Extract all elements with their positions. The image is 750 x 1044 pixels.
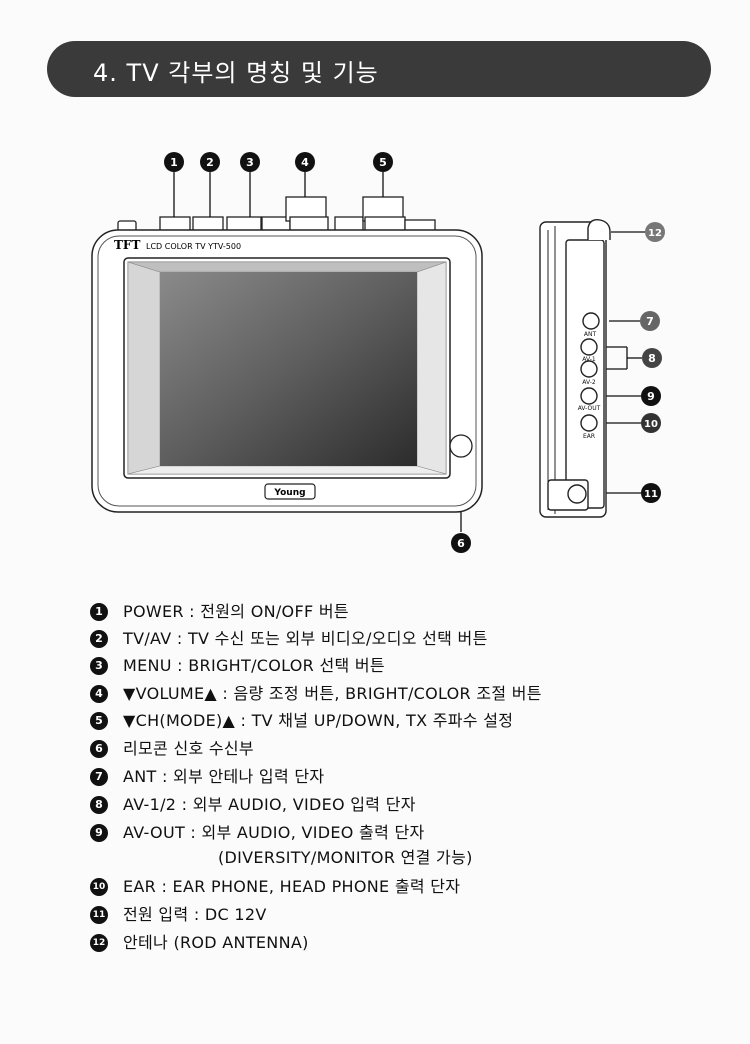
- legend-text: 안테나 (ROD ANTENNA): [123, 933, 309, 952]
- legend-text: 전원 입력 : DC 12V: [123, 905, 267, 924]
- legend-number: 6: [90, 740, 108, 758]
- legend-number: 2: [90, 630, 108, 648]
- svg-text:6: 6: [457, 537, 465, 550]
- tv-diagram: TFT LCD COLOR TV YTV-500 Young ANT AV-1 …: [91, 152, 665, 553]
- callout-12: 12: [645, 222, 665, 242]
- legend-text: AV-OUT : 외부 AUDIO, VIDEO 출력 단자: [123, 823, 425, 842]
- legend-text: MENU : BRIGHT/COLOR 선택 버튼: [123, 656, 385, 675]
- callout-10: 10: [641, 413, 661, 433]
- legend-text: EAR : EAR PHONE, HEAD PHONE 출력 단자: [123, 877, 461, 896]
- tv-front: TFT LCD COLOR TV YTV-500 Young: [91, 229, 483, 513]
- legend-number: 12: [90, 934, 108, 952]
- legend-text: ▼VOLUME▲ : 음량 조정 버튼, BRIGHT/COLOR 조절 버튼: [123, 684, 542, 703]
- svg-text:AV-OUT: AV-OUT: [578, 405, 601, 412]
- legend-text: AV-1/2 : 외부 AUDIO, VIDEO 입력 단자: [123, 795, 416, 814]
- legend-number: 4: [90, 685, 108, 703]
- callout-1: 1: [164, 152, 184, 172]
- svg-text:4: 4: [301, 156, 309, 169]
- section-header-bar: 4. TV 각부의 명칭 및 기능: [47, 41, 711, 97]
- callout-3: 3: [240, 152, 260, 172]
- legend-text: 리모콘 신호 수신부: [123, 739, 254, 758]
- brand-label: TFT: [114, 238, 140, 252]
- svg-text:1: 1: [170, 156, 178, 169]
- legend-text: ▼CH(MODE)▲ : TV 채널 UP/DOWN, TX 주파수 설정: [123, 711, 514, 730]
- model-label: LCD COLOR TV YTV-500: [146, 242, 241, 251]
- svg-text:AV-1: AV-1: [582, 356, 596, 363]
- legend-text: POWER : 전원의 ON/OFF 버튼: [123, 602, 349, 621]
- screen: [160, 272, 417, 466]
- tv-side: [539, 218, 611, 518]
- logo-label: Young: [273, 488, 305, 498]
- callout-9: 9: [641, 386, 661, 406]
- svg-text:11: 11: [644, 489, 658, 500]
- svg-text:8: 8: [648, 352, 656, 365]
- callout-5: 5: [373, 152, 393, 172]
- legend-number: 3: [90, 657, 108, 675]
- callout-4: 4: [295, 152, 315, 172]
- legend-number: 11: [90, 906, 108, 924]
- legend-number: 9: [90, 824, 108, 842]
- section-title: 4. TV 각부의 명칭 및 기능: [93, 59, 379, 87]
- legend-text-continuation: (DIVERSITY/MONITOR 연결 가능): [218, 848, 473, 867]
- svg-text:9: 9: [647, 390, 655, 403]
- svg-text:5: 5: [379, 156, 387, 169]
- legend-number: 7: [90, 768, 108, 786]
- callout-2: 2: [200, 152, 220, 172]
- svg-text:ANT: ANT: [584, 331, 597, 338]
- legend-number: 1: [90, 603, 108, 621]
- top-buttons: [117, 196, 436, 232]
- svg-text:10: 10: [644, 419, 658, 430]
- legend-number: 10: [90, 878, 108, 896]
- svg-text:EAR: EAR: [583, 433, 595, 440]
- callout-7: 7: [640, 311, 660, 331]
- legend-number: 8: [90, 796, 108, 814]
- legend-text: TV/AV : TV 수신 또는 외부 비디오/오디오 선택 버튼: [123, 629, 488, 648]
- legend-number: 5: [90, 712, 108, 730]
- svg-text:2: 2: [206, 156, 214, 169]
- callout-badges: 1 2 3 4 5 6 7 8 9 10 11 12: [164, 152, 665, 553]
- svg-text:7: 7: [646, 315, 654, 328]
- remote-sensor: [449, 434, 473, 458]
- svg-text:12: 12: [648, 228, 662, 239]
- side-port-labels: ANT AV-1 AV-2 AV-OUT EAR: [578, 331, 601, 440]
- callout-6: 6: [451, 533, 471, 553]
- callout-11: 11: [641, 483, 661, 503]
- legend-text: ANT : 외부 안테나 입력 단자: [123, 767, 325, 786]
- svg-text:AV-2: AV-2: [582, 379, 596, 386]
- callout-8: 8: [642, 348, 662, 368]
- svg-text:3: 3: [246, 156, 254, 169]
